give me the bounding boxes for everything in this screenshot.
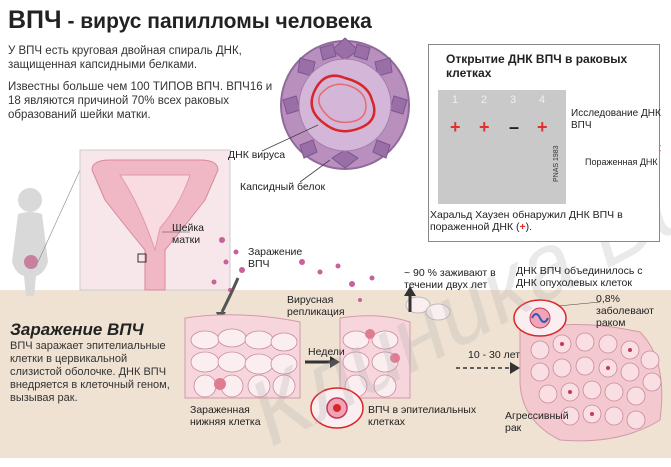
epithelium-layer-2 xyxy=(339,315,411,399)
caption-plus: + xyxy=(519,221,526,233)
infection-title: Заражение ВПЧ xyxy=(10,320,144,339)
intro-text: У ВПЧ есть круговая двойная спираль ДНК,… xyxy=(8,44,278,130)
arrow-years-icon xyxy=(510,362,520,374)
lane-4-sign: + xyxy=(537,117,548,137)
infected-cell-label: Зараженная нижняя клетка xyxy=(190,404,261,428)
lane-4-label: 4 xyxy=(539,94,546,106)
lane-2-sign: + xyxy=(479,117,490,137)
caption-end: ). xyxy=(525,221,533,233)
virus-infection-label: Заражение ВПЧ xyxy=(248,246,303,270)
virus-dots xyxy=(211,237,375,302)
healed-cells-icon xyxy=(405,296,451,321)
lane-2-label: 2 xyxy=(481,94,488,106)
years-label: 10 - 30 лет xyxy=(468,349,521,361)
page-title: ВПЧ - вирус папилломы человека xyxy=(8,6,372,35)
cervix-label: Шейка матки xyxy=(172,222,204,246)
lane-1-label: 1 xyxy=(452,94,459,106)
heal-label: ~ 90 % заживают в течении двух лет xyxy=(404,267,496,291)
lane-3-sign: – xyxy=(509,117,520,137)
capsid-label: Капсидный белок xyxy=(240,181,326,193)
damaged-dna-label: Пораженная ДНК xyxy=(585,157,658,167)
caption-text: Харальд Хаузен обнаружил ДНК ВПЧ в пораж… xyxy=(430,209,623,233)
cancer-cells-icon xyxy=(519,324,663,442)
woman-silhouette-icon xyxy=(12,188,48,296)
arrow-weeks-icon xyxy=(330,356,340,368)
arrow-heal-icon xyxy=(404,286,416,296)
virus-particle-icon xyxy=(261,37,410,183)
replication-label: Вирусная репликация xyxy=(287,294,345,318)
aggressive-label: Агрессивный рак xyxy=(505,410,569,434)
lane-1-sign: + xyxy=(450,117,461,137)
lane-3-label: 3 xyxy=(510,94,517,106)
virus-dna-label: ДНК вируса xyxy=(228,149,286,161)
epithelium-layer-1 xyxy=(184,314,301,399)
pnas-text: PNAS 1983 xyxy=(553,145,560,182)
merged-dna-cell-icon xyxy=(513,299,567,337)
uterus-icon xyxy=(79,149,231,291)
experiment-title: Открытие ДНК ВПЧ в раковых клетках xyxy=(446,52,628,80)
epithelial-label: ВПЧ в эпителиальных клетках xyxy=(368,404,477,428)
infection-arrow-icon xyxy=(220,277,240,313)
gel-image xyxy=(438,90,566,204)
title-main: ВПЧ xyxy=(8,6,62,34)
merged-dna-label: ДНК ВПЧ объединилось с ДНК опухолевых кл… xyxy=(516,265,643,289)
study-label: Исследование ДНК ВПЧ xyxy=(571,108,661,131)
infected-cell-zoom-icon xyxy=(310,387,364,429)
infection-text: ВПЧ заражает эпителиальные клетки в церв… xyxy=(10,340,170,404)
weeks-label: Недели xyxy=(308,346,345,358)
intro-para-1: У ВПЧ есть круговая двойная спираль ДНК,… xyxy=(8,45,242,71)
experiment-caption: Харальд Хаузен обнаружил ДНК ВПЧ в пораж… xyxy=(430,209,650,233)
title-subtitle: - вирус папилломы человека xyxy=(67,10,372,33)
cancer-rate-label: 0,8% заболевают раком xyxy=(596,293,654,329)
intro-para-2: Известны больше чем 100 ТИПОВ ВПЧ. ВПЧ16… xyxy=(8,81,273,121)
